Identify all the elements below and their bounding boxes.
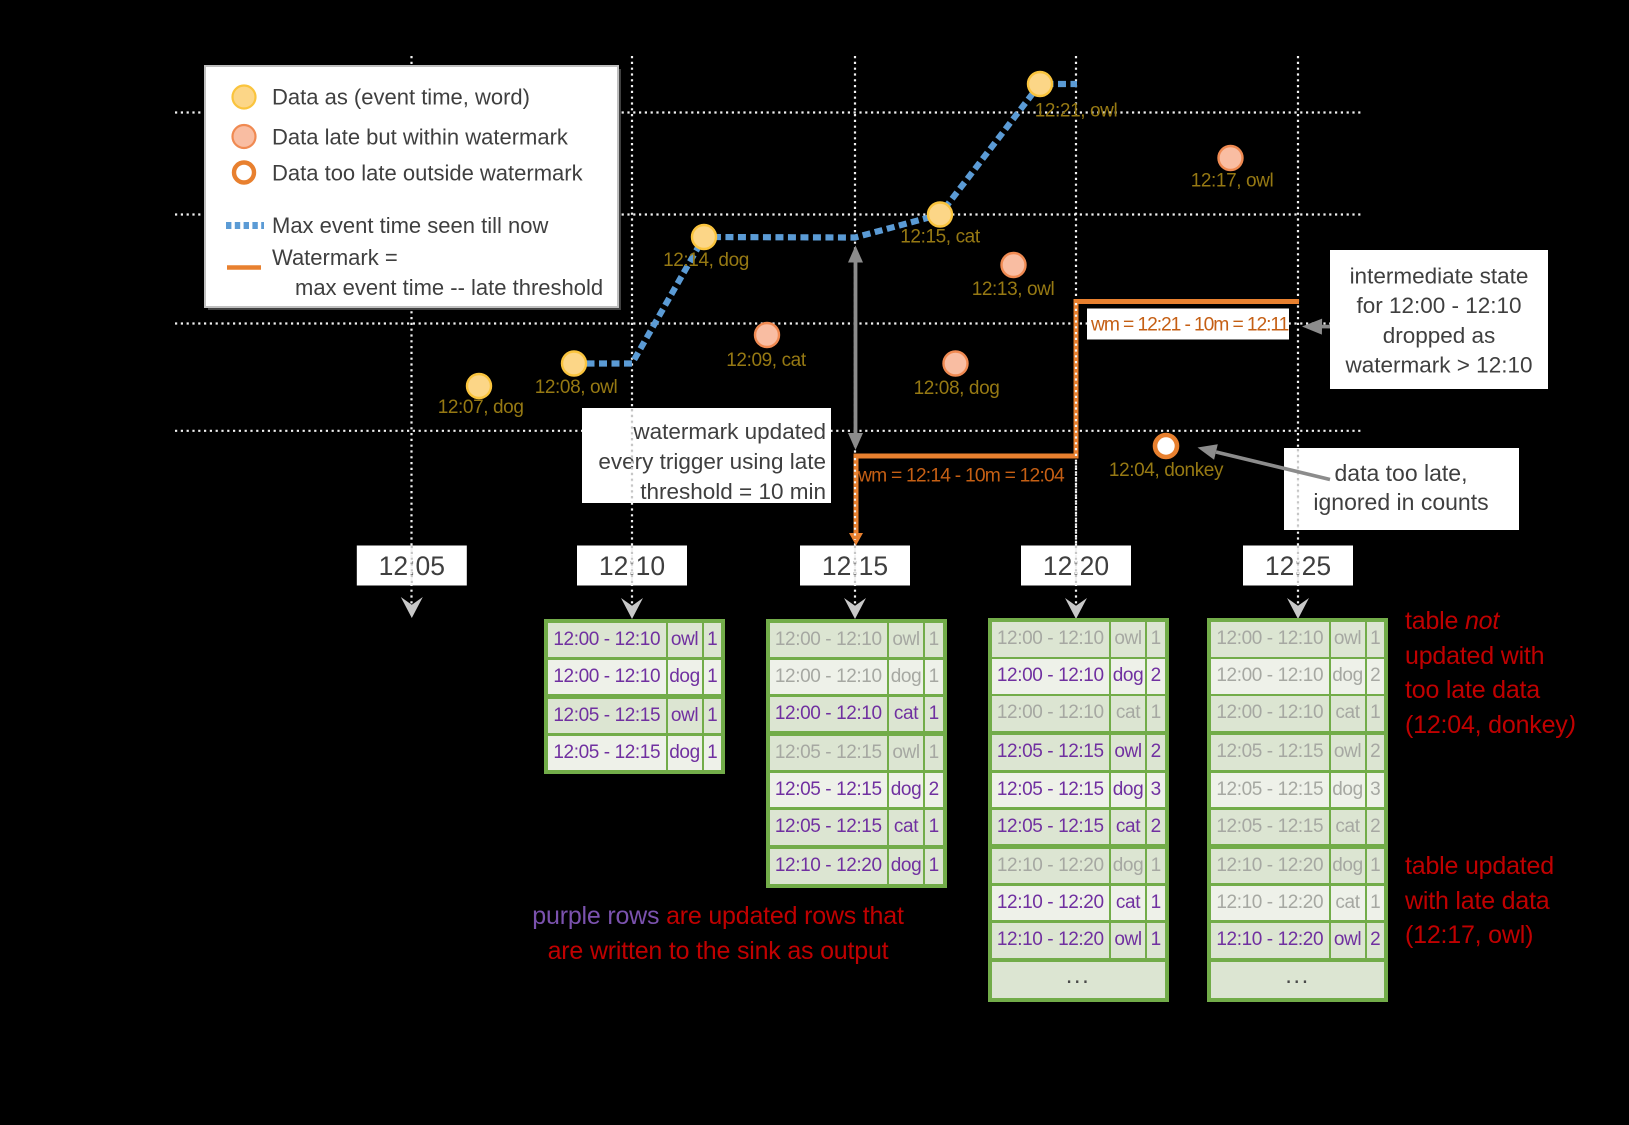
svg-text:max event time -- late thresho: max event time -- late threshold <box>295 275 603 300</box>
svg-text:Data too late outside watermar: Data too late outside watermark <box>272 161 584 186</box>
svg-text:dropped as: dropped as <box>1383 323 1496 348</box>
svg-text:12:04, donkey: 12:04, donkey <box>1109 460 1224 481</box>
svg-text:watermark > 12:10: watermark > 12:10 <box>1345 353 1533 378</box>
svg-text:for 12:00 - 12:10: for 12:00 - 12:10 <box>1356 293 1521 318</box>
svg-text:12:08, owl: 12:08, owl <box>535 377 618 398</box>
svg-text:12:17, owl: 12:17, owl <box>1191 171 1274 192</box>
svg-text:12:14, dog: 12:14, dog <box>663 250 749 271</box>
svg-text:12:07, dog: 12:07, dog <box>438 397 524 418</box>
svg-text:Watermark =: Watermark = <box>272 245 398 270</box>
svg-text:intermediate state: intermediate state <box>1350 264 1529 289</box>
svg-text:wm = 12:14 - 10m = 12:04: wm = 12:14 - 10m = 12:04 <box>857 466 1065 487</box>
svg-text:watermark updated: watermark updated <box>632 419 826 444</box>
svg-text:12:15, cat: 12:15, cat <box>900 227 981 248</box>
svg-text:Max event time seen till now: Max event time seen till now <box>272 213 548 238</box>
svg-text:threshold = 10 min: threshold = 10 min <box>640 479 826 504</box>
svg-text:Data late but within watermark: Data late but within watermark <box>272 125 569 150</box>
svg-text:12:13, owl: 12:13, owl <box>972 279 1055 300</box>
svg-text:wm = 12:21 - 10m = 12:11: wm = 12:21 - 10m = 12:11 <box>1090 315 1289 336</box>
svg-text:12:09, cat: 12:09, cat <box>726 350 807 371</box>
svg-text:every trigger using late: every trigger using late <box>598 449 826 474</box>
svg-text:ignored in counts: ignored in counts <box>1313 489 1488 515</box>
svg-text:12:21, owl: 12:21, owl <box>1035 101 1118 122</box>
svg-text:data too late,: data too late, <box>1335 460 1468 486</box>
svg-text:Data as (event time, word): Data as (event time, word) <box>272 85 530 110</box>
svg-text:12:08, dog: 12:08, dog <box>914 378 1000 399</box>
